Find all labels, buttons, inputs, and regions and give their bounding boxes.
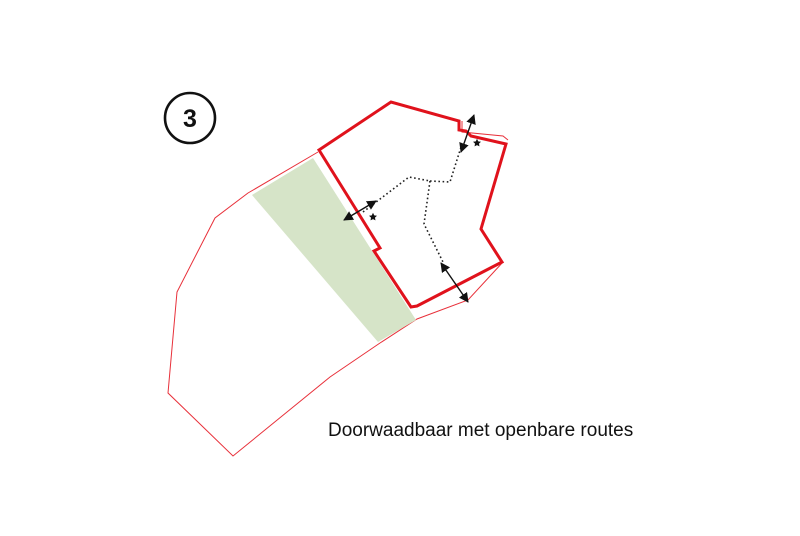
- step-number: 3: [183, 105, 197, 133]
- public-routes: [362, 143, 463, 263]
- diagram-caption: Doorwaadbaar met openbare routes: [328, 420, 633, 441]
- entrance-arrow-south: [440, 262, 469, 303]
- star-icon: [473, 138, 481, 147]
- green-strip: [252, 158, 416, 342]
- route-path-north: [429, 143, 463, 183]
- route-path-south: [423, 180, 444, 263]
- route-path-west: [362, 176, 431, 213]
- star-icon: [369, 212, 377, 221]
- entrance-arrows: [343, 114, 476, 303]
- entrance-stars: [369, 138, 481, 221]
- step-badge: 3: [163, 91, 217, 145]
- building-footprint: [316, 100, 508, 309]
- step-badge-circle: [163, 91, 217, 145]
- entrance-arrow-west: [343, 200, 377, 221]
- entrance-arrow-north: [459, 114, 476, 153]
